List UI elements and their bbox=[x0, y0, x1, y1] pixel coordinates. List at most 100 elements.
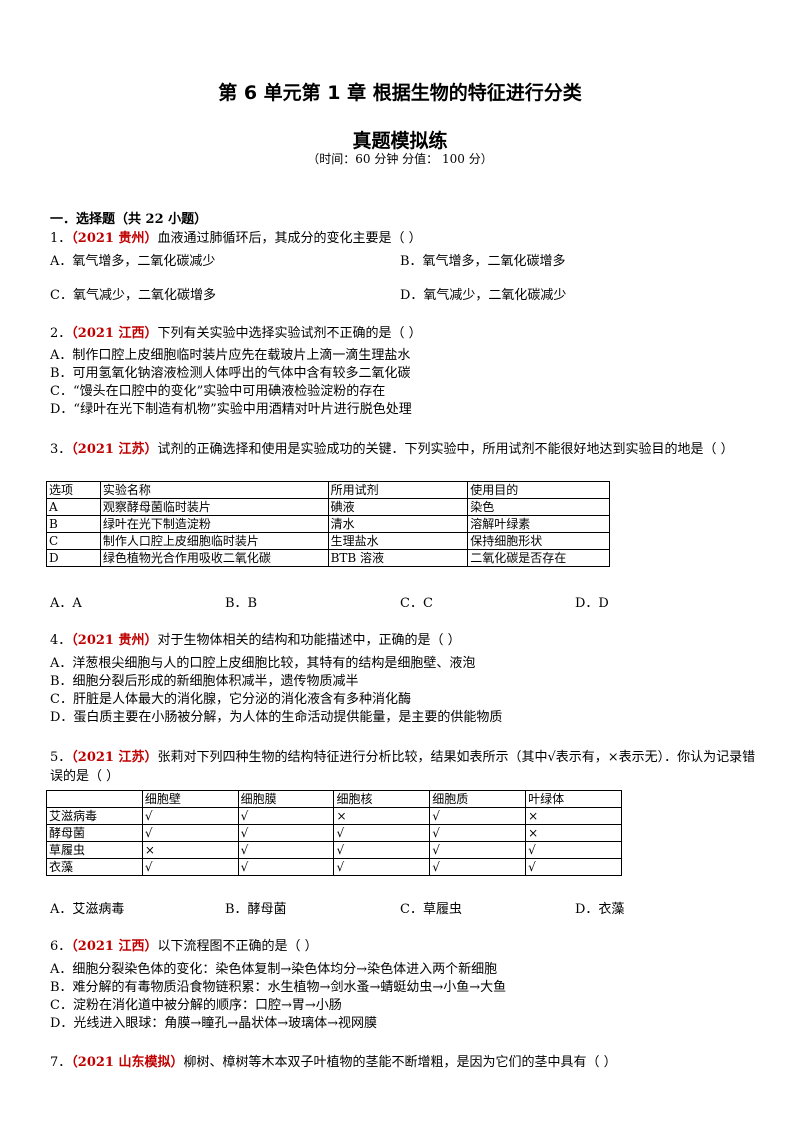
question-source: （2021 贵州） bbox=[71, 231, 158, 246]
option-b: B．可用氢氧化钠溶液检测人体呼出的气体中含有较多二氧化碳 bbox=[50, 366, 411, 381]
table-cell: 细胞膜 bbox=[237, 790, 335, 808]
table-cell: 酵母菌 bbox=[46, 824, 143, 842]
question-6: 6．（2021 江西）以下流程图不正确的是（ ） bbox=[50, 938, 760, 955]
option-d: D．光线进入眼球：角膜→瞳孔→晶状体→玻璃体→视网膜 bbox=[50, 1016, 377, 1031]
table-row: 酵母菌 √ √ √ √ × bbox=[46, 824, 622, 842]
page-title: 第 6 单元第 1 章 根据生物的特征进行分类 bbox=[218, 82, 582, 104]
table-cell: × bbox=[525, 824, 622, 842]
table-cell: 制作人口腔上皮细胞临时装片 bbox=[99, 532, 329, 550]
table-cell: 使用目的 bbox=[467, 481, 610, 499]
table-cell: 衣藻 bbox=[46, 858, 143, 876]
table-cell: √ bbox=[333, 841, 431, 859]
option-a: A．洋葱根尖细胞与人的口腔上皮细胞比较，其特有的结构是细胞壁、液泡 bbox=[50, 656, 476, 671]
table-cell: 保持细胞形状 bbox=[467, 532, 610, 550]
table-cell: √ bbox=[429, 824, 527, 842]
option-d: D．“绿叶在光下制造有机物”实验中用酒精对叶片进行脱色处理 bbox=[50, 402, 412, 417]
question-text: 试剂的正确选择和使用是实验成功的关键．下列实验中，所用试剂不能很好地达到实验目的… bbox=[157, 442, 734, 457]
table-cell: √ bbox=[429, 807, 527, 825]
table-cell: × bbox=[525, 807, 622, 825]
question-source: （2021 江苏） bbox=[71, 750, 158, 765]
table-cell: 生理盐水 bbox=[327, 532, 469, 550]
question-number: 1． bbox=[50, 231, 72, 246]
question-number: 6． bbox=[50, 939, 72, 954]
table-cell: 二氧化碳是否存在 bbox=[467, 549, 610, 567]
table-cell: 绿叶在光下制造淀粉 bbox=[99, 515, 329, 533]
table-cell: 溶解叶绿素 bbox=[467, 515, 610, 533]
table-cell: 绿色植物光合作用吸收二氧化碳 bbox=[99, 549, 329, 567]
table-row: 衣藻 √ √ √ √ √ bbox=[46, 858, 622, 876]
option-b: B．酵母菌 bbox=[225, 902, 287, 917]
question-text: 柳树、樟树等木本双子叶植物的茎能不断增粗，是因为它们的茎中具有（ ） bbox=[183, 1055, 617, 1070]
question-number: 4． bbox=[50, 633, 72, 648]
table-cell: A bbox=[46, 498, 101, 516]
table-cell: × bbox=[141, 841, 239, 859]
table-cell: C bbox=[46, 532, 101, 550]
table-cell: √ bbox=[333, 824, 431, 842]
table-cell: D bbox=[46, 549, 101, 567]
option-b: B．细胞分裂后形成的新细胞体积减半，遗传物质减半 bbox=[50, 674, 359, 689]
question-text: 下列有关实验中选择实验试剂不正确的是（ ） bbox=[157, 326, 422, 341]
table-cell: 艾滋病毒 bbox=[46, 807, 143, 825]
question-number: 7． bbox=[50, 1055, 72, 1070]
option-b: B．B bbox=[225, 596, 258, 611]
table-cell: 细胞核 bbox=[333, 790, 431, 808]
option-c: C．淀粉在消化道中被分解的顺序：口腔→胃→小肠 bbox=[50, 998, 342, 1013]
table-cell: 叶绿体 bbox=[525, 790, 622, 808]
option-a: A．细胞分裂染色体的变化：染色体复制→染色体均分→染色体进入两个新细胞 bbox=[50, 962, 498, 977]
table-cell: 观察酵母菌临时装片 bbox=[99, 498, 329, 516]
table-row: B 绿叶在光下制造淀粉 清水 溶解叶绿素 bbox=[46, 515, 610, 533]
exam-meta: （时间：60 分钟 分值： 100 分） bbox=[307, 152, 493, 166]
question-source: （2021 江苏） bbox=[71, 442, 158, 457]
table-row: 艾滋病毒 √ √ × √ × bbox=[46, 807, 622, 825]
table-row: A 观察酵母菌临时装片 碘液 染色 bbox=[46, 498, 610, 516]
question-number: 2． bbox=[50, 326, 72, 341]
option-c: C．C bbox=[400, 596, 433, 611]
option-c: C．草履虫 bbox=[400, 902, 462, 917]
table-row: D 绿色植物光合作用吸收二氧化碳 BTB 溶液 二氧化碳是否存在 bbox=[46, 549, 610, 567]
table-cell: 清水 bbox=[327, 515, 469, 533]
option-d: D．衣藻 bbox=[575, 902, 625, 917]
question-text: 张莉对下列四种生物的结构特征进行分析比较，结果如表所示（其中√表示有，×表示无）… bbox=[50, 750, 756, 784]
reagent-table: 选项 实验名称 所用试剂 使用目的 A 观察酵母菌临时装片 碘液 染色 B 绿叶… bbox=[46, 481, 610, 567]
question-source: （2021 贵州） bbox=[71, 633, 158, 648]
option-a: A．制作口腔上皮细胞临时装片应先在载玻片上滴一滴生理盐水 bbox=[50, 348, 411, 363]
option-c: C．氧气减少，二氧化碳增多 bbox=[50, 288, 216, 303]
table-cell: 实验名称 bbox=[99, 481, 329, 499]
table-cell: B bbox=[46, 515, 101, 533]
table-cell: √ bbox=[429, 858, 527, 876]
table-cell: 碘液 bbox=[327, 498, 469, 516]
table-cell: √ bbox=[525, 841, 622, 859]
table-cell: 染色 bbox=[467, 498, 610, 516]
question-7: 7．（2021 山东模拟）柳树、樟树等木本双子叶植物的茎能不断增粗，是因为它们的… bbox=[50, 1054, 760, 1071]
table-cell: √ bbox=[237, 841, 335, 859]
option-d: D．氧气减少，二氧化碳减少 bbox=[400, 288, 567, 303]
table-cell: 草履虫 bbox=[46, 841, 143, 859]
option-a: A．A bbox=[50, 596, 82, 611]
table-cell: √ bbox=[141, 824, 239, 842]
option-b: B．难分解的有毒物质沿食物链积累：水生植物→剑水蚤→蜻蜓幼虫→小鱼→大鱼 bbox=[50, 980, 507, 995]
option-d: D．蛋白质主要在小肠被分解，为人体的生命活动提供能量，是主要的供能物质 bbox=[50, 710, 503, 725]
question-5: 5．（2021 江苏）张莉对下列四种生物的结构特征进行分析比较，结果如表所示（其… bbox=[50, 748, 760, 786]
table-cell: √ bbox=[429, 841, 527, 859]
table-cell bbox=[46, 790, 143, 808]
table-cell: 细胞壁 bbox=[141, 790, 239, 808]
question-text: 以下流程图不正确的是（ ） bbox=[157, 939, 318, 954]
option-c: C．肝脏是人体最大的消化腺，它分泌的消化液含有多种消化酶 bbox=[50, 692, 411, 707]
option-b: B．氧气增多，二氧化碳增多 bbox=[400, 254, 566, 269]
question-3: 3．（2021 江苏）试剂的正确选择和使用是实验成功的关键．下列实验中，所用试剂… bbox=[50, 440, 760, 459]
option-a: A．艾滋病毒 bbox=[50, 902, 125, 917]
table-row: C 制作人口腔上皮细胞临时装片 生理盐水 保持细胞形状 bbox=[46, 532, 610, 550]
table-cell: √ bbox=[525, 858, 622, 876]
table-row: 草履虫 × √ √ √ √ bbox=[46, 841, 622, 859]
question-text: 血液通过肺循环后，其成分的变化主要是（ ） bbox=[157, 231, 422, 246]
table-cell: √ bbox=[237, 858, 335, 876]
question-4: 4．（2021 贵州）对于生物体相关的结构和功能描述中，正确的是（ ） bbox=[50, 632, 760, 649]
question-text: 对于生物体相关的结构和功能描述中，正确的是（ ） bbox=[157, 633, 461, 648]
table-cell: 所用试剂 bbox=[327, 481, 469, 499]
question-source: （2021 江西） bbox=[71, 326, 158, 341]
table-row: 选项 实验名称 所用试剂 使用目的 bbox=[46, 481, 610, 499]
question-1: 1．（2021 贵州）血液通过肺循环后，其成分的变化主要是（ ） bbox=[50, 230, 760, 247]
question-source: （2021 江西） bbox=[71, 939, 158, 954]
table-cell: 选项 bbox=[46, 481, 101, 499]
table-cell: × bbox=[333, 807, 431, 825]
